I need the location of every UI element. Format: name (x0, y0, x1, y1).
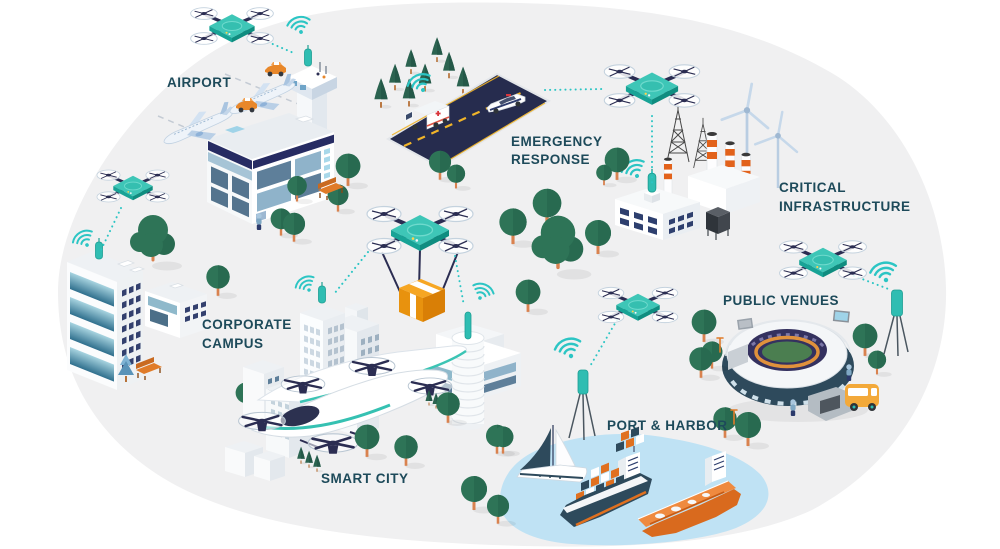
label-smart-city: SMART CITY (321, 471, 409, 486)
label-emergency-response-2: RESPONSE (511, 152, 590, 167)
service-vehicle (236, 98, 257, 113)
signal-links (100, 41, 892, 369)
tripod-antenna-icon (883, 289, 909, 357)
corporate-campus-scene (67, 213, 263, 413)
tanker-ship (637, 451, 741, 537)
label-corporate-campus-1: CORPORATE (202, 317, 292, 332)
shuttle-bus (845, 384, 879, 411)
air-taxi (237, 345, 467, 456)
label-port-harbor: PORT & HARBOR (607, 418, 728, 433)
person (256, 213, 262, 230)
critical-infrastructure-scene (596, 82, 799, 240)
cargo-containers (616, 426, 644, 452)
person (846, 364, 852, 381)
port-harbor-scene (461, 334, 769, 546)
spruce-tree (118, 354, 134, 382)
smart-city-scene (225, 248, 521, 481)
power-plant (615, 131, 760, 240)
police-car (486, 93, 526, 114)
public-venues-scene (691, 258, 909, 422)
label-airport: AIRPORT (167, 75, 232, 90)
office-annex (145, 282, 207, 338)
sailboat (516, 425, 588, 483)
label-critical-infrastructure-1: CRITICAL (779, 180, 846, 195)
ambulance (405, 101, 450, 130)
service-vehicle (265, 62, 286, 77)
label-corporate-campus-2: CAMPUS (202, 336, 264, 351)
emergency-response-scene (374, 37, 552, 191)
stadium (722, 310, 854, 421)
label-critical-infrastructure-2: INFRASTRUCTURE (779, 199, 911, 214)
drone-icon (189, 6, 275, 46)
person (790, 399, 796, 416)
delivery-package (381, 248, 459, 322)
label-public-venues: PUBLIC VENUES (723, 293, 839, 308)
airport-scene (157, 13, 368, 245)
container-ship (560, 446, 652, 527)
tripod-antenna-icon (568, 369, 596, 441)
office-tower (67, 251, 146, 390)
label-emergency-response-1: EMERGENCY (511, 134, 603, 149)
airplane (163, 101, 234, 144)
